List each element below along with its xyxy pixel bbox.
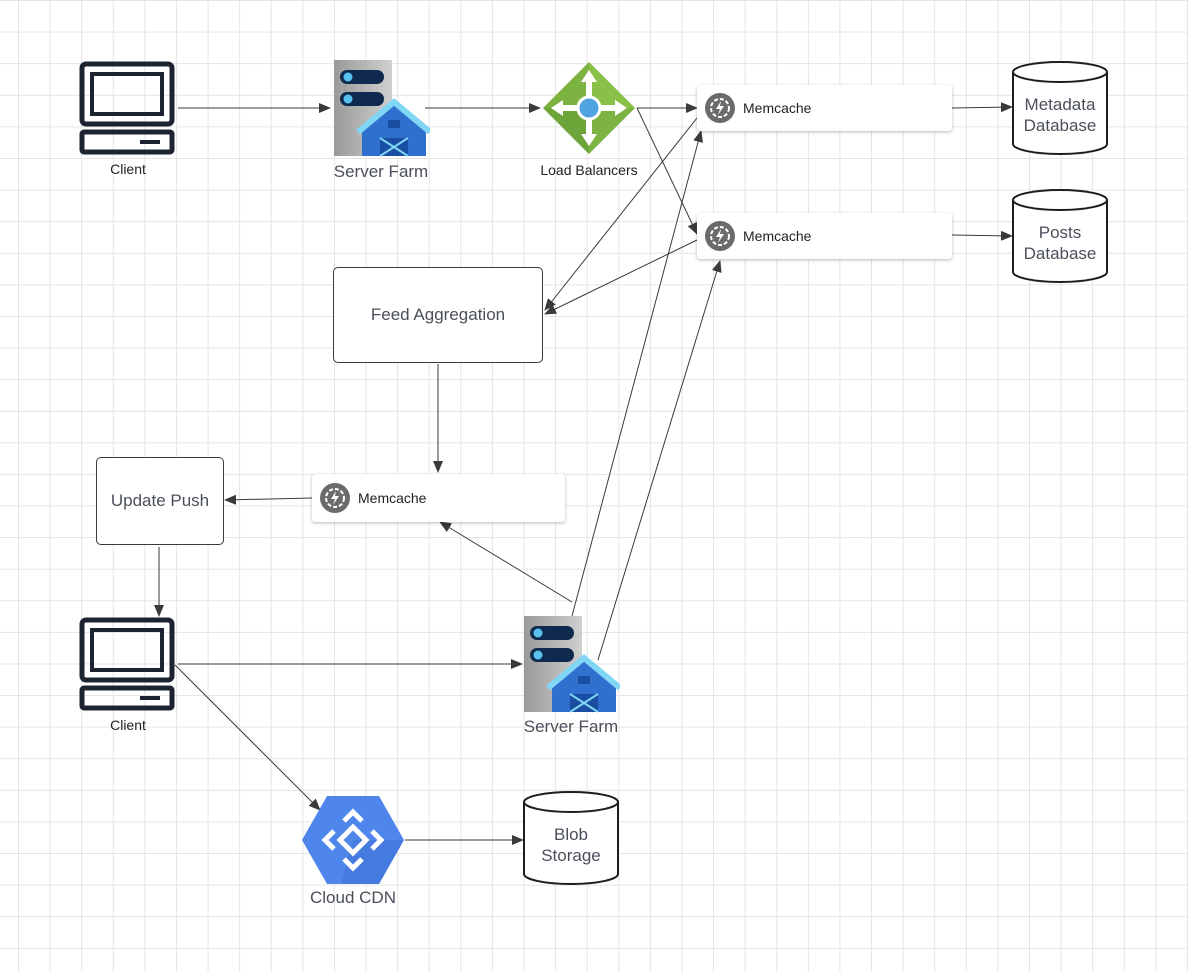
edge-server-farm-bottom-to-memcache-metadata [571, 130, 704, 617]
load-balancer-icon [543, 62, 635, 154]
memcache-label: Memcache [743, 228, 812, 244]
blob-storage-label: Blob Storage [541, 825, 601, 865]
memcache-lightning-icon [320, 483, 350, 513]
memcache-feed-card[interactable]: Memcache [312, 474, 565, 522]
edge-server-farm-bottom-to-memcache-posts [597, 260, 722, 661]
cylinder-database-icon [1012, 61, 1108, 155]
cloud-cdn-label: Cloud CDN [310, 888, 396, 907]
server-barn-icon [524, 616, 620, 713]
computer-monitor-icon [79, 617, 175, 711]
load-balancers-label: Load Balancers [540, 162, 638, 178]
client-label: Client [110, 717, 146, 733]
edge-memcache-feed-to-update-push [224, 494, 313, 505]
memcache-lightning-icon [705, 93, 735, 123]
memcache-posts-card[interactable]: Memcache [697, 213, 952, 259]
computer-monitor-icon [79, 61, 175, 155]
memcache-label: Memcache [358, 490, 427, 506]
edge-client-bottom-to-cloud-cdn [174, 664, 321, 811]
server-barn-icon [334, 60, 430, 157]
edge-server-farm-bottom-to-memcache-feed [439, 521, 573, 603]
update-push-box[interactable]: Update Push [96, 457, 224, 545]
cylinder-database-icon [1012, 189, 1108, 283]
edge-memcache-posts-to-posts-db [951, 230, 1013, 241]
cloud-cdn-icon [302, 796, 404, 884]
edge-memcache-metadata-to-metadata-db [951, 102, 1013, 113]
client-label: Client [110, 161, 146, 177]
feed-aggregation-box[interactable]: Feed Aggregation [333, 267, 543, 363]
cylinder-database-icon [523, 791, 619, 885]
edge-load-balancers-to-memcache-posts [636, 107, 698, 235]
server-farm-label: Server Farm [523, 717, 619, 736]
update-push-label: Update Push [110, 491, 210, 510]
memcache-lightning-icon [705, 221, 735, 251]
posts-database-label: Posts Database [1023, 223, 1097, 263]
edge-memcache-metadata-to-feed-aggregation [544, 117, 698, 311]
metadata-database-label: Metadata Database [1023, 95, 1097, 135]
feed-aggregation-label: Feed Aggregation [370, 305, 506, 324]
edge-memcache-posts-to-feed-aggregation [544, 239, 698, 315]
memcache-label: Memcache [743, 100, 812, 116]
memcache-metadata-card[interactable]: Memcache [697, 85, 952, 131]
server-farm-label: Server Farm [333, 162, 429, 181]
